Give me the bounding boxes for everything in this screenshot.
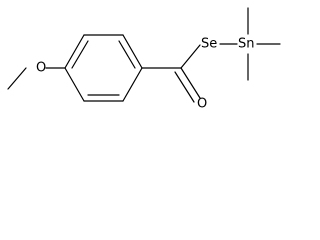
selenium-bond [180, 44, 201, 69]
ring-bond-1 [64, 34, 85, 69]
ring-double-bond-inner-2 [118, 40, 136, 69]
ring-bond-4 [122, 67, 143, 102]
benzene-ring [64, 34, 143, 102]
structural-formula: O O Se Sn [7, 7, 281, 112]
trimethyltin-group: Sn [238, 7, 281, 81]
methyl-bond [7, 67, 27, 90]
ring-double-bond-inner-1 [71, 40, 89, 69]
ring-bond-3 [122, 34, 143, 69]
selenium-label: Se [201, 37, 217, 52]
ether-oxygen-label: O [36, 61, 46, 76]
carbonyl-oxygen-label: O [197, 97, 207, 112]
tin-label: Sn [238, 37, 255, 52]
carbonyl-double-bond-1 [180, 67, 201, 99]
selenoester-group: O Se [141, 37, 238, 112]
methoxy-group: O [7, 61, 66, 90]
carbonyl-double-bond-2 [174, 71, 195, 103]
ring-bond-6 [64, 67, 85, 102]
